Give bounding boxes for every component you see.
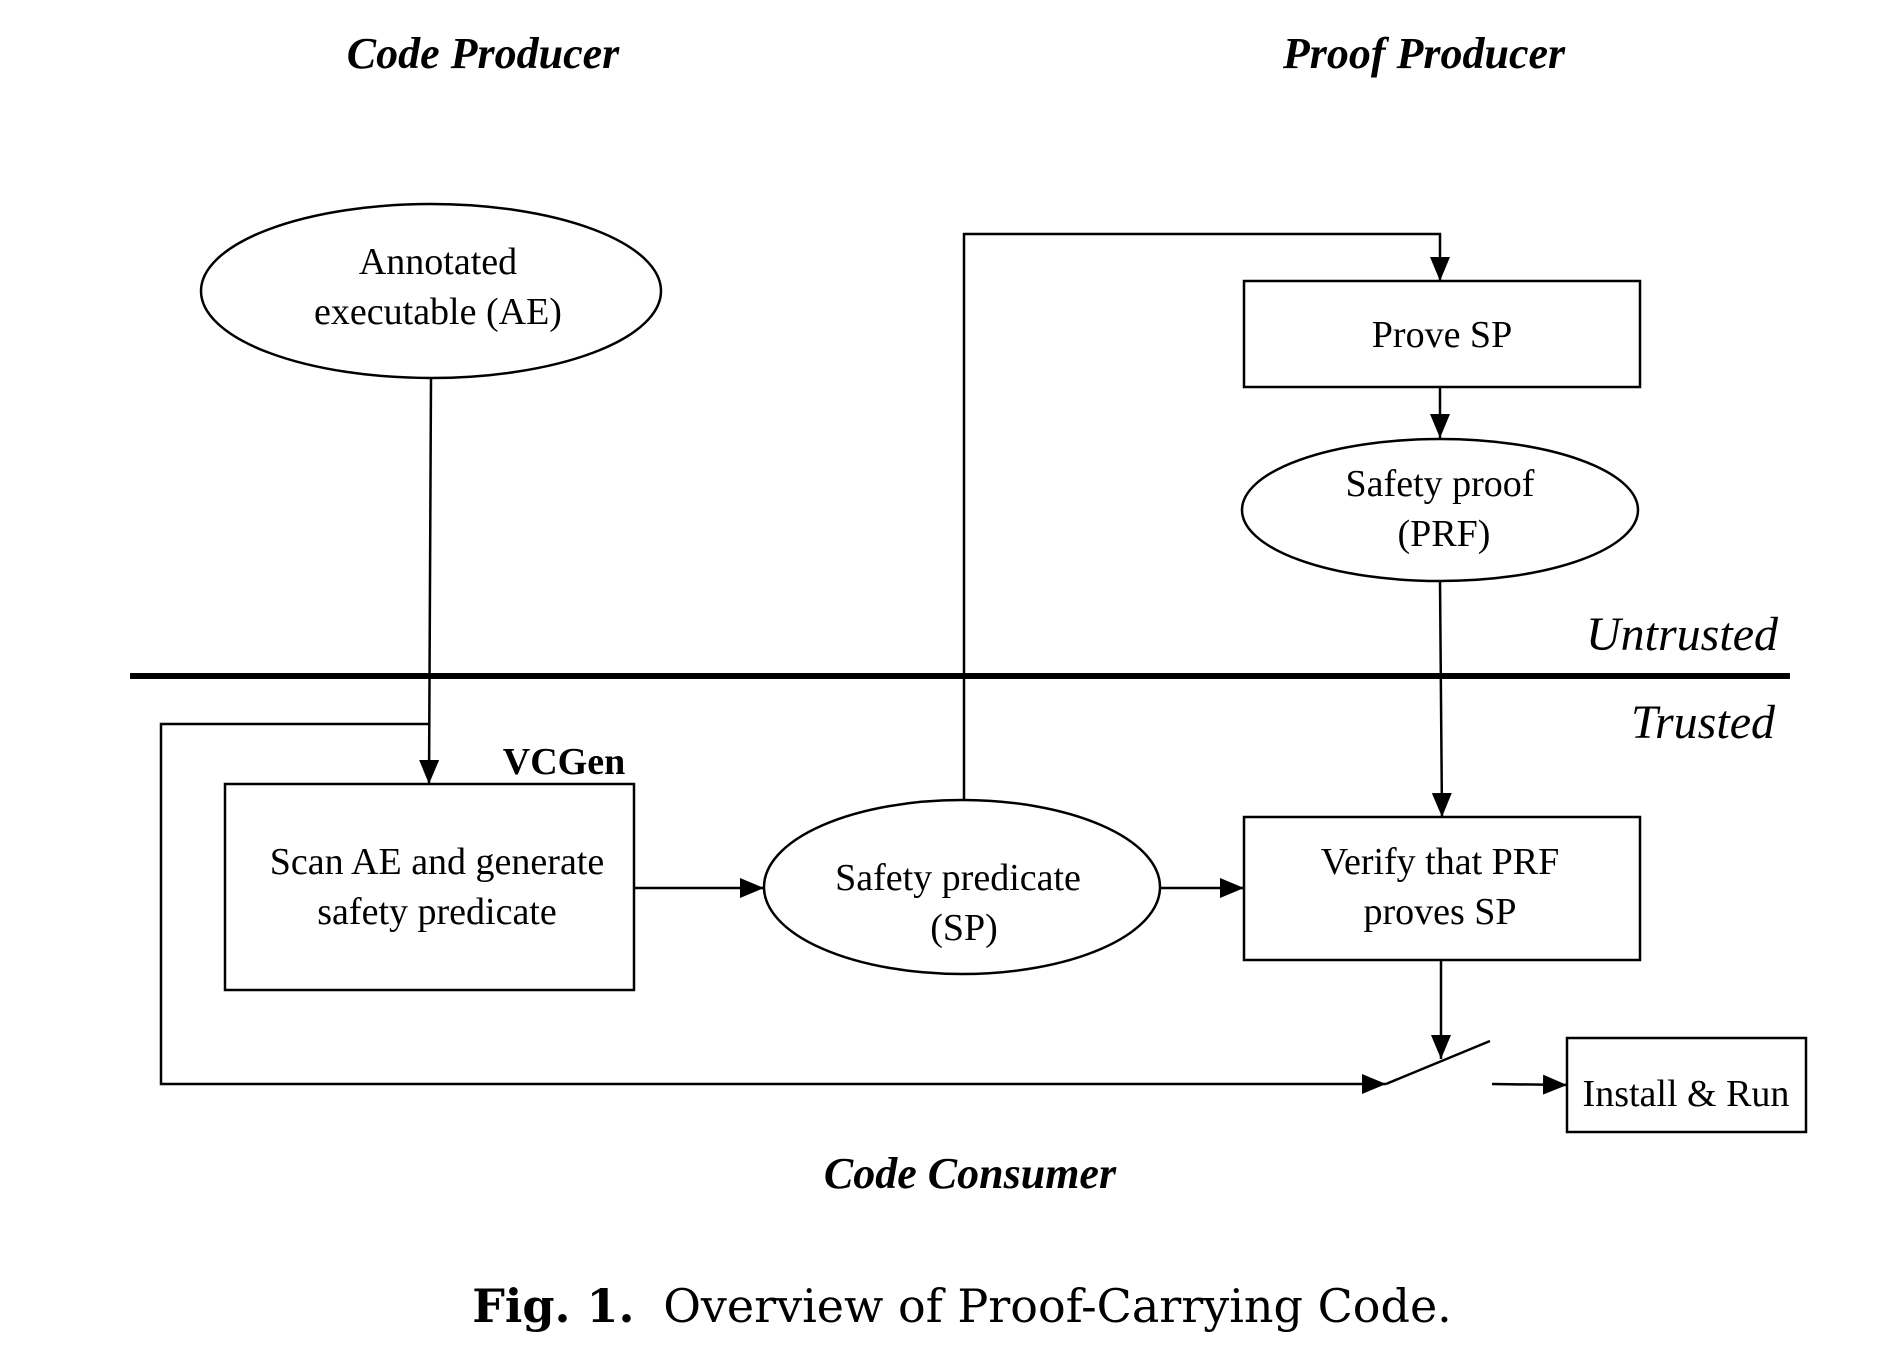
node-scan-ae-line2: safety predicate	[317, 891, 556, 933]
node-safety-proof-line1: Safety proof	[1346, 463, 1535, 505]
heading-code-consumer: Code Consumer	[824, 1149, 1117, 1198]
node-verify-line1: Verify that PRF	[1321, 841, 1560, 883]
node-prove-sp	[1242, 279, 1642, 389]
zone-untrusted-label: Untrusted	[1586, 608, 1779, 661]
node-verify	[1242, 815, 1642, 962]
switch-blade	[1385, 1039, 1491, 1086]
node-verify-line2: proves SP	[1363, 891, 1516, 933]
edge-sp-to-prove	[962, 232, 1450, 800]
edge-ae-bypass-to-switch	[159, 722, 1386, 1094]
edge-switch-to-install	[1491, 1074, 1568, 1095]
node-scan-ae	[223, 782, 636, 992]
vcgen-label: VCGen	[503, 741, 625, 783]
node-safety-proof	[1240, 437, 1640, 583]
node-scan-ae-line1: Scan AE and generate	[270, 841, 604, 883]
zone-trusted-label: Trusted	[1631, 696, 1776, 749]
node-safety-proof-line2: (PRF)	[1398, 513, 1491, 555]
node-safety-predicate	[762, 798, 1162, 976]
node-annotated-executable-line2: executable (AE)	[314, 291, 562, 333]
node-install-run-label: Install & Run	[1583, 1073, 1790, 1115]
edge-ae-to-scan	[419, 377, 440, 785]
heading-code-producer: Code Producer	[347, 29, 620, 78]
node-annotated-executable-line1: Annotated	[359, 241, 517, 283]
node-safety-predicate-line2: (SP)	[930, 907, 998, 949]
figure-caption-label: Fig. 1.	[472, 1279, 634, 1333]
node-install-run	[1565, 1036, 1808, 1134]
edge-proof-to-verify	[1431, 580, 1452, 818]
heading-proof-producer: Proof Producer	[1282, 29, 1566, 78]
node-annotated-executable	[199, 202, 663, 380]
node-prove-sp-label: Prove SP	[1372, 314, 1512, 356]
figure-caption-text: Overview of Proof-Carrying Code.	[663, 1279, 1452, 1333]
figure-caption: Fig. 1. Overview of Proof-Carrying Code.	[472, 1279, 1452, 1333]
node-safety-predicate-line1: Safety predicate	[835, 857, 1081, 899]
